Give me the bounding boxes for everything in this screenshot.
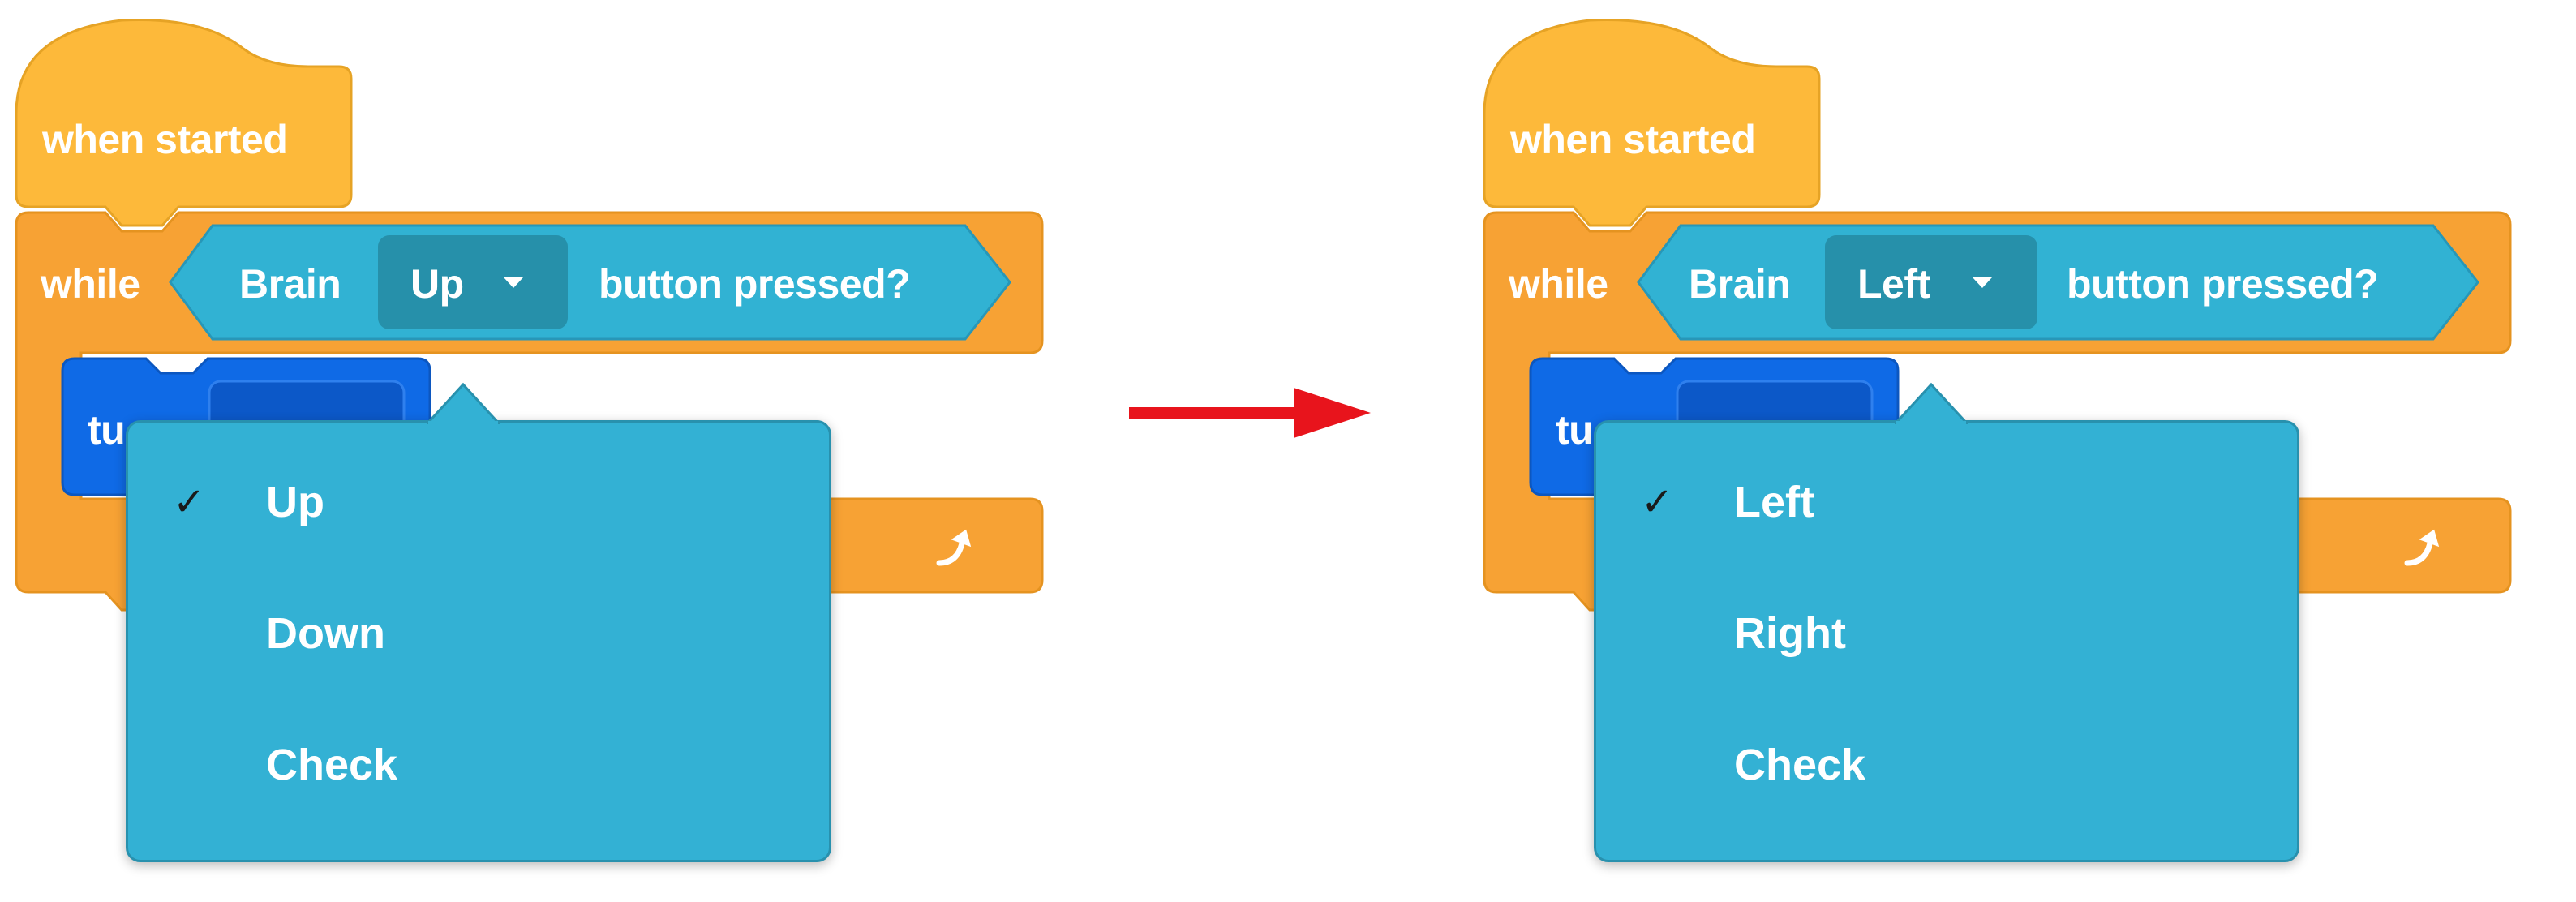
chevron-down-icon <box>1973 277 1992 288</box>
menu-pointer <box>1895 382 1968 424</box>
when-started-block[interactable] <box>15 18 353 227</box>
menu-item-left[interactable]: ✓ Left <box>1596 453 2297 551</box>
chevron-down-icon <box>504 277 523 288</box>
when-started-block[interactable] <box>1483 18 1821 227</box>
menu-item-check[interactable]: Check <box>1596 716 2297 814</box>
button-dropdown[interactable]: Up <box>378 235 568 329</box>
menu-item-label: Check <box>266 741 398 789</box>
when-started-label: when started <box>42 117 288 162</box>
button-pressed-label: button pressed? <box>2067 261 2379 307</box>
checkmark-icon: ✓ <box>1641 479 1674 525</box>
menu-item-right[interactable]: Right <box>1596 585 2297 682</box>
menu-item-label: Down <box>266 609 385 658</box>
menu-item-up[interactable]: ✓ Up <box>128 453 829 551</box>
menu-item-check[interactable]: Check <box>128 716 829 814</box>
menu-pointer <box>427 382 500 424</box>
menu-item-label: Check <box>1734 741 1866 789</box>
dropdown-menu: ✓ Left Right Check <box>1594 382 2299 862</box>
when-started-label: when started <box>1510 117 1756 162</box>
right-arrow-icon <box>1129 388 1371 438</box>
button-dropdown[interactable]: Left <box>1825 235 2037 329</box>
while-label: while <box>41 261 140 307</box>
button-pressed-label: button pressed? <box>599 261 911 307</box>
menu-item-label: Right <box>1734 609 1846 658</box>
menu-item-down[interactable]: Down <box>128 585 829 682</box>
while-label: while <box>1509 261 1608 307</box>
selected-button-value: Up <box>410 261 464 307</box>
brain-label: Brain <box>1689 261 1791 307</box>
turn-label: tu <box>88 407 126 453</box>
loop-arrow-icon <box>936 529 972 566</box>
loop-arrow-icon <box>2404 529 2440 566</box>
menu-item-label: Up <box>266 478 324 526</box>
button-dropdown-field[interactable] <box>1825 235 2037 329</box>
button-dropdown-field[interactable] <box>378 235 568 329</box>
brain-label: Brain <box>239 261 341 307</box>
turn-label: tu <box>1556 407 1594 453</box>
panel-before: when started while Brain Up button press… <box>0 0 1152 902</box>
dropdown-menu: ✓ Up Down Check <box>126 382 831 862</box>
selected-button-value: Left <box>1857 261 1930 307</box>
panel-after: when started while Brain Left button pre… <box>1468 0 2576 902</box>
menu-item-label: Left <box>1734 478 1814 526</box>
checkmark-icon: ✓ <box>173 479 206 525</box>
